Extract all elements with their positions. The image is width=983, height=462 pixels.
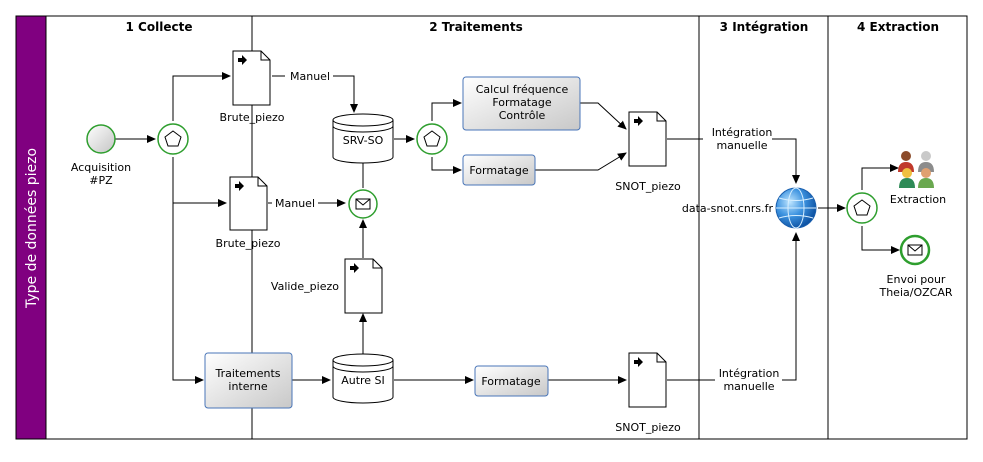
data-object-snot-1-label: SNOT_piezo: [615, 180, 681, 193]
datastore-autre-si-label: Autre SI: [341, 374, 385, 387]
start-event[interactable]: [86, 124, 116, 154]
extraction-label: Extraction: [890, 193, 946, 206]
datastore-srv-so-label: SRV-SO: [343, 134, 384, 147]
task-formatage-bottom-label: Formatage: [481, 375, 540, 388]
data-object-brute-2-label: Brute_piezo: [216, 237, 281, 250]
website-label: data-snot.cnrs.fr: [682, 202, 774, 215]
arrow-right-icon: [634, 116, 643, 126]
start-event-label: Acquisition#PZ: [71, 161, 131, 187]
task-formatage-bottom[interactable]: [474, 365, 549, 397]
data-object-brute-2[interactable]: [229, 176, 268, 231]
arrow-right-icon: [235, 181, 244, 191]
phase-header-traitements: 2 Traitements: [429, 20, 522, 34]
pentagon-icon: [423, 130, 441, 147]
data-object-valide[interactable]: [344, 258, 383, 314]
data-object-brute-1[interactable]: [232, 50, 271, 106]
pentagon-icon: [164, 130, 182, 147]
arrow-right-icon: [634, 357, 643, 367]
phase-header-collecte: 1 Collecte: [126, 20, 193, 34]
message-event[interactable]: [348, 189, 378, 219]
envelope-icon: [907, 244, 923, 256]
arrow-right-icon: [350, 263, 359, 273]
data-object-valide-label: Valide_piezo: [271, 280, 339, 293]
flow-label-manuel-2: Manuel: [275, 197, 315, 210]
task-formatage-top[interactable]: [462, 154, 536, 186]
gateway-collecte[interactable]: [157, 123, 189, 155]
lane-header: [15, 15, 47, 440]
connectors: [115, 72, 900, 384]
data-object-snot-2-label: SNOT_piezo: [615, 421, 681, 434]
pentagon-icon: [853, 199, 871, 216]
gateway-traitements[interactable]: [416, 123, 448, 155]
arrow-right-icon: [238, 55, 247, 65]
datastore-srv-so[interactable]: [332, 113, 394, 164]
phase-header-extraction: 4 Extraction: [857, 20, 939, 34]
datastore-autre-si[interactable]: [332, 353, 394, 404]
data-object-snot-1[interactable]: [628, 111, 667, 167]
people-group-icon[interactable]: [898, 151, 934, 188]
envelope-icon: [355, 198, 371, 210]
task-traitements-interne[interactable]: [204, 352, 293, 409]
task-calcul[interactable]: [462, 76, 581, 131]
data-object-brute-1-label: Brute_piezo: [220, 111, 285, 124]
flow-label-manuel-1: Manuel: [290, 70, 330, 83]
lane-label: Type de données piezo: [24, 148, 40, 309]
data-object-snot-2[interactable]: [628, 352, 667, 408]
phase-header-integration: 3 Intégration: [720, 20, 809, 34]
globe-icon[interactable]: [775, 187, 817, 229]
task-formatage-top-label: Formatage: [469, 164, 528, 177]
send-event[interactable]: [899, 234, 931, 266]
gateway-extraction[interactable]: [846, 192, 878, 224]
